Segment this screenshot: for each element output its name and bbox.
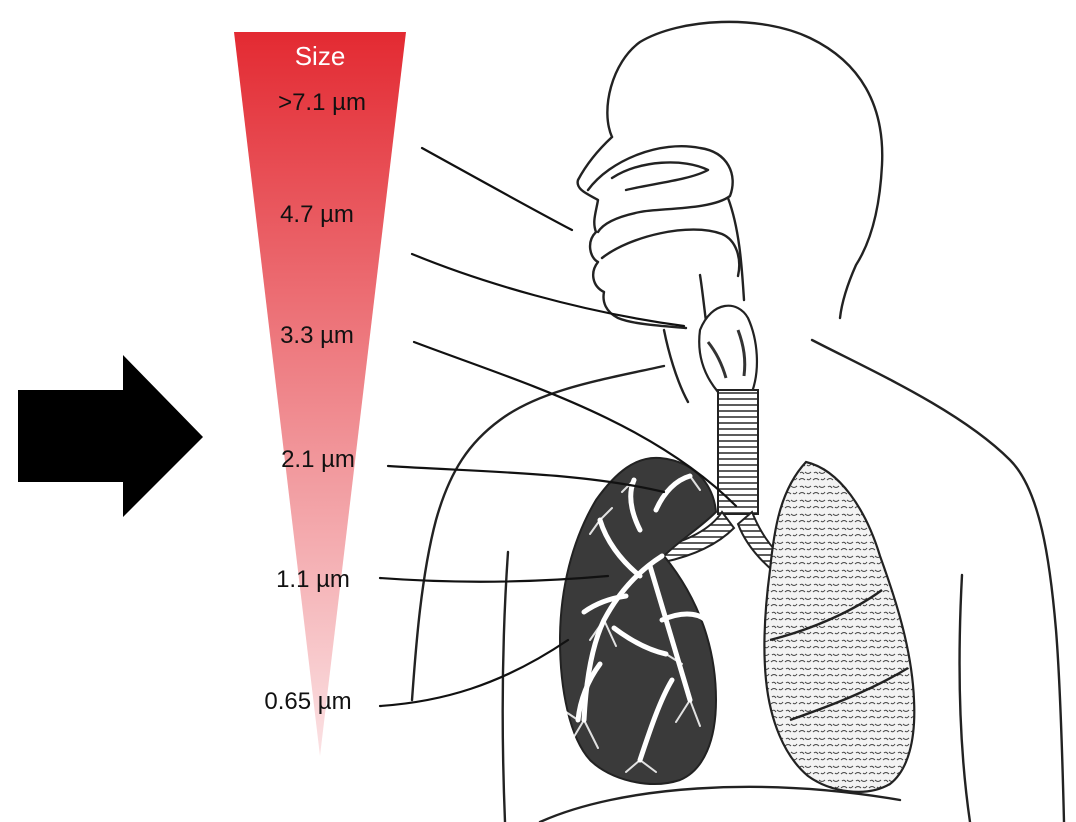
right-lung-shape xyxy=(764,462,914,792)
leader-line-alveoli xyxy=(380,640,568,706)
arrow-right-icon xyxy=(18,355,203,517)
right-lung-textured xyxy=(764,462,914,792)
head-outline xyxy=(607,22,882,318)
larynx xyxy=(699,306,757,392)
left-lung-shape xyxy=(560,458,716,784)
oral-cavity xyxy=(602,230,739,276)
size-label: >7.1 µm xyxy=(278,89,366,116)
diaphragm xyxy=(540,787,900,822)
nasal-cavity xyxy=(588,146,733,232)
gradient-triangle xyxy=(234,32,406,756)
leader-line-nasal xyxy=(422,148,572,230)
size-label: 2.1 µm xyxy=(281,446,355,473)
neck-front xyxy=(664,330,688,402)
size-label: 3.3 µm xyxy=(280,322,354,349)
torso-left-line xyxy=(503,552,508,822)
size-gradient-scale: Size xyxy=(234,32,406,756)
scale-title: Size xyxy=(295,41,346,71)
left-lung-dissected xyxy=(560,458,716,784)
size-label: 1.1 µm xyxy=(276,566,350,593)
torso-right-line xyxy=(960,575,970,822)
size-label: 0.65 µm xyxy=(264,688,351,715)
nasal-turbinate xyxy=(612,162,708,190)
size-label: 4.7 µm xyxy=(280,201,354,228)
leader-line-pharynx xyxy=(412,254,684,326)
